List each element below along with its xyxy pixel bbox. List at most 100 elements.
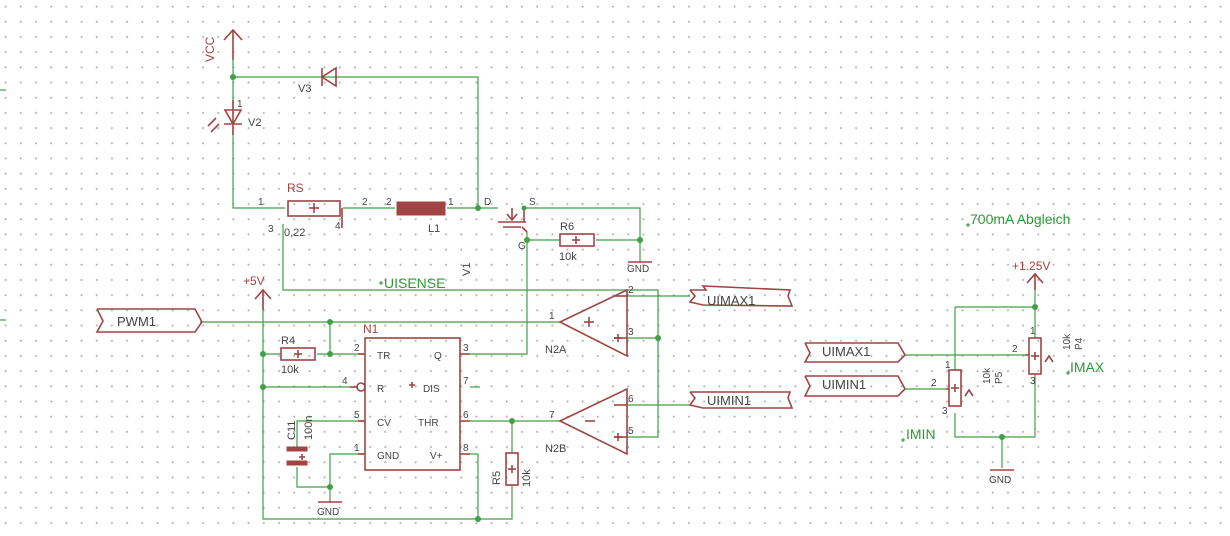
svg-text:P5: P5 bbox=[994, 371, 1005, 384]
svg-text:GND: GND bbox=[317, 507, 339, 518]
svg-text:R4: R4 bbox=[281, 335, 295, 347]
svg-text:TR: TR bbox=[377, 351, 390, 362]
svg-text:D: D bbox=[484, 197, 491, 208]
svg-text:1: 1 bbox=[549, 311, 555, 322]
svg-text:4: 4 bbox=[342, 376, 348, 387]
svg-text:P4: P4 bbox=[1074, 337, 1085, 350]
svg-text:PWM1: PWM1 bbox=[117, 314, 156, 329]
svg-text:V3: V3 bbox=[298, 83, 311, 95]
plus1v25-supply-symbol[interactable]: +1.25V bbox=[1012, 259, 1050, 290]
annotation-calibration: 700mA Abgleich bbox=[966, 211, 1070, 227]
svg-text:1: 1 bbox=[448, 197, 454, 208]
resistor-rs[interactable]: RS 0,22 1 2 3 4 bbox=[258, 181, 368, 239]
svg-text:UISENSE: UISENSE bbox=[384, 275, 445, 291]
diode-v3[interactable]: V3 bbox=[298, 66, 337, 95]
plus5v-supply-symbol[interactable]: +5V bbox=[243, 274, 272, 310]
svg-text:10k: 10k bbox=[1062, 333, 1073, 350]
port-uimax1-left[interactable]: UIMAX1 bbox=[688, 285, 794, 308]
svg-text:3: 3 bbox=[463, 343, 469, 354]
svg-text:GND: GND bbox=[627, 264, 649, 275]
svg-text:1: 1 bbox=[354, 443, 360, 454]
net-label-usense[interactable]: UISENSE bbox=[379, 275, 445, 291]
resistor-r4[interactable]: R4 10k bbox=[280, 335, 316, 376]
svg-text:THR: THR bbox=[418, 418, 439, 429]
svg-text:7: 7 bbox=[463, 376, 469, 387]
svg-text:3: 3 bbox=[268, 224, 274, 235]
svg-text:3: 3 bbox=[628, 327, 634, 338]
svg-text:V+: V+ bbox=[430, 451, 443, 462]
svg-text:2: 2 bbox=[362, 197, 368, 208]
svg-text:2: 2 bbox=[628, 285, 634, 296]
svg-text:3: 3 bbox=[1030, 376, 1036, 387]
resistor-r6[interactable]: R6 10k bbox=[559, 221, 595, 263]
inductor-l1[interactable]: 2 1 L1 bbox=[386, 197, 454, 235]
opamp-n2a[interactable]: 1 2 3 N2A bbox=[545, 285, 634, 358]
svg-text:V1: V1 bbox=[461, 263, 473, 276]
svg-text:5: 5 bbox=[628, 426, 634, 437]
rs-label: RS bbox=[287, 181, 304, 195]
svg-text:L1: L1 bbox=[428, 223, 440, 235]
svg-text:N2B: N2B bbox=[545, 443, 566, 455]
svg-text:N2A: N2A bbox=[545, 344, 567, 356]
svg-text:R5: R5 bbox=[491, 471, 503, 485]
port-uimin1-right[interactable]: UIMIN1 bbox=[803, 375, 906, 397]
rs-value: 0,22 bbox=[284, 227, 305, 239]
gnd-symbol-bottom[interactable]: GND bbox=[317, 501, 342, 518]
svg-text:5: 5 bbox=[354, 410, 360, 421]
wires bbox=[0, 60, 1036, 520]
opamp-n2b[interactable]: 7 6 5 N2B bbox=[545, 387, 634, 456]
svg-text:UIMAX1: UIMAX1 bbox=[822, 344, 870, 359]
svg-text:3: 3 bbox=[942, 406, 948, 417]
mosfet-v1[interactable]: D S G V1 bbox=[461, 197, 536, 276]
plus5v-label: +5V bbox=[243, 274, 265, 288]
potentiometer-p5[interactable]: 2 1 3 10k P5 bbox=[931, 360, 1005, 417]
svg-text:GND: GND bbox=[377, 451, 399, 462]
svg-text:6: 6 bbox=[463, 410, 469, 421]
svg-text:7: 7 bbox=[549, 410, 555, 421]
svg-text:S: S bbox=[529, 197, 536, 208]
port-uimax1-right[interactable]: UIMAX1 bbox=[803, 342, 907, 363]
vcc-label: VCC bbox=[203, 36, 217, 62]
port-pwm1[interactable]: PWM1 bbox=[95, 308, 203, 333]
vcc-supply-symbol[interactable]: VCC bbox=[203, 28, 243, 62]
led-v2[interactable]: 1 V2 bbox=[207, 99, 261, 135]
timer-ic-n1[interactable]: N1 TR R CV GND Q DIS THR V+ 2 4 5 1 3 7 … bbox=[342, 322, 470, 471]
junctions bbox=[230, 74, 1038, 522]
svg-text:R: R bbox=[377, 384, 384, 395]
svg-text:V2: V2 bbox=[248, 117, 261, 129]
svg-text:10k: 10k bbox=[982, 367, 993, 384]
svg-text:CV: CV bbox=[377, 418, 391, 429]
port-uimin1-left[interactable]: UIMIN1 bbox=[688, 391, 794, 409]
svg-text:GND: GND bbox=[989, 475, 1011, 486]
svg-text:Q: Q bbox=[434, 351, 442, 362]
svg-text:700mA Abgleich: 700mA Abgleich bbox=[970, 211, 1070, 227]
svg-text:C11: C11 bbox=[286, 421, 298, 440]
gnd-symbol-right[interactable]: GND bbox=[989, 469, 1014, 486]
potentiometer-p4[interactable]: 2 1 3 10k P4 bbox=[1012, 326, 1085, 387]
svg-text:2: 2 bbox=[1012, 344, 1018, 355]
svg-text:10k: 10k bbox=[281, 364, 299, 376]
svg-text:UIMIN1: UIMIN1 bbox=[822, 377, 866, 392]
svg-text:UIMIN1: UIMIN1 bbox=[707, 393, 751, 408]
svg-text:UIMAX1: UIMAX1 bbox=[707, 293, 755, 308]
svg-text:8: 8 bbox=[463, 443, 469, 454]
annotation-imax: IMAX bbox=[1066, 359, 1105, 375]
resistor-r5[interactable]: R5 10k bbox=[491, 452, 533, 487]
svg-text:N1: N1 bbox=[363, 322, 379, 336]
svg-text:1: 1 bbox=[1030, 326, 1036, 337]
svg-text:DIS: DIS bbox=[423, 384, 440, 395]
svg-text:1: 1 bbox=[237, 99, 243, 110]
svg-text:2: 2 bbox=[931, 378, 937, 389]
svg-text:1: 1 bbox=[258, 197, 264, 208]
capacitor-c11[interactable]: C11 100n bbox=[286, 416, 315, 466]
svg-text:100n: 100n bbox=[303, 416, 315, 440]
svg-text:6: 6 bbox=[628, 394, 634, 405]
svg-text:10k: 10k bbox=[521, 469, 533, 487]
svg-text:R6: R6 bbox=[560, 221, 574, 233]
svg-text:2: 2 bbox=[386, 197, 392, 208]
svg-text:IMIN: IMIN bbox=[906, 426, 936, 442]
svg-text:4: 4 bbox=[335, 221, 341, 232]
gnd-symbol-top[interactable]: GND bbox=[627, 261, 652, 275]
